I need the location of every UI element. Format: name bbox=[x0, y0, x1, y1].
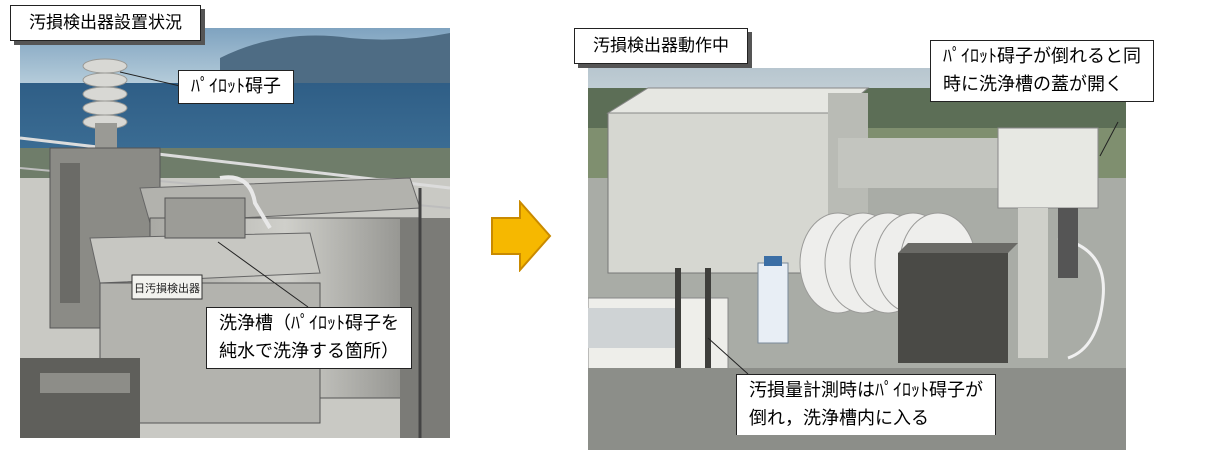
nameplate-text: 日汚損検出器 bbox=[134, 281, 200, 295]
washing-tank-callout-line1: 洗浄槽（ﾊﾟｲﾛｯﾄ碍子を bbox=[219, 313, 399, 334]
operating-photo bbox=[588, 68, 1126, 450]
washing-tank-callout-line2: 純水で洗浄する箇所） bbox=[219, 341, 399, 362]
operating-title-text: 汚損検出器動作中 bbox=[593, 36, 729, 56]
washing-tank-callout: 洗浄槽（ﾊﾟｲﾛｯﾄ碍子を 純水で洗浄する箇所） bbox=[206, 307, 412, 369]
installation-title: 汚損検出器設置状況 bbox=[10, 5, 201, 41]
operating-title: 汚損検出器動作中 bbox=[574, 28, 748, 64]
installation-title-text: 汚損検出器設置状況 bbox=[29, 13, 182, 33]
lid-opening-callout-line1: ﾊﾟｲﾛｯﾄ碍子が倒れると同 bbox=[943, 46, 1141, 67]
right-arrow-icon bbox=[491, 200, 552, 272]
lid-opening-callout-line2: 時に洗浄槽の蓋が開く bbox=[943, 74, 1123, 95]
operating-photo-drawing bbox=[588, 68, 1126, 450]
pilot-insulator-callout-text: ﾊﾟｲﾛｯﾄ碍子 bbox=[191, 76, 281, 97]
pilot-insulator-callout: ﾊﾟｲﾛｯﾄ碍子 bbox=[178, 70, 294, 104]
measurement-callout-line1: 汚損量計測時はﾊﾟｲﾛｯﾄ碍子が bbox=[749, 380, 983, 401]
measurement-callout-line2: 倒れ，洗浄槽内に入る bbox=[749, 408, 929, 429]
measurement-callout: 汚損量計測時はﾊﾟｲﾛｯﾄ碍子が 倒れ，洗浄槽内に入る bbox=[736, 374, 996, 435]
lid-opening-callout: ﾊﾟｲﾛｯﾄ碍子が倒れると同 時に洗浄槽の蓋が開く bbox=[930, 40, 1154, 102]
